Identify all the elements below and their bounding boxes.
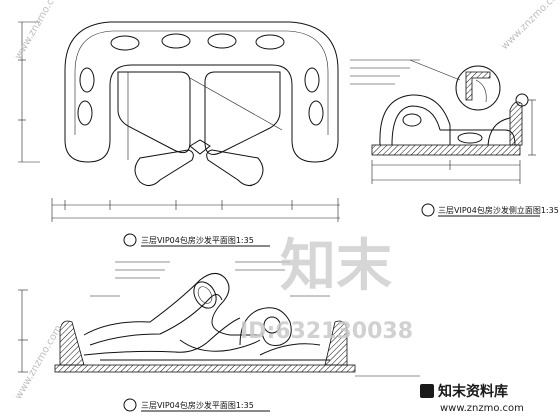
- footer-brand-text: 知末资料库: [438, 383, 508, 400]
- top-plan-title: 三层VIP04包房沙发平面图1:35: [141, 235, 254, 245]
- watermark-logo-text: 知末: [280, 234, 392, 299]
- side-view-title: 三层VIP04包房沙发侧立面图1:35: [438, 205, 559, 215]
- top-plan-title-block: 三层VIP04包房沙发平面图1:35: [123, 233, 270, 247]
- watermark-id-text: ID:632130038: [240, 319, 413, 344]
- front-view-title-block: 三层VIP04包房沙发平面图1:35: [123, 398, 270, 412]
- watermark-diagonal-top-right: www.znzmo.com: [499, 0, 560, 52]
- side-view-title-block: 三层VIP04包房沙发侧立面图1:35: [421, 203, 559, 217]
- sofa-top-plan: [18, 21, 340, 222]
- watermark-diagonal-left: www.znzmo.com: [13, 0, 64, 62]
- brand-logo-icon: [420, 384, 434, 398]
- watermark-diagonal-bottom-left: www.znzmo.com: [13, 323, 64, 401]
- footer-brand: 知末资料库 www.znzmo.com: [420, 383, 524, 414]
- sofa-front-elevation: [18, 261, 420, 377]
- sofa-side-elevation: [350, 59, 536, 184]
- footer-url-text: www.znzmo.com: [440, 403, 524, 414]
- front-view-title: 三层VIP04包房沙发平面图1:35: [141, 400, 254, 410]
